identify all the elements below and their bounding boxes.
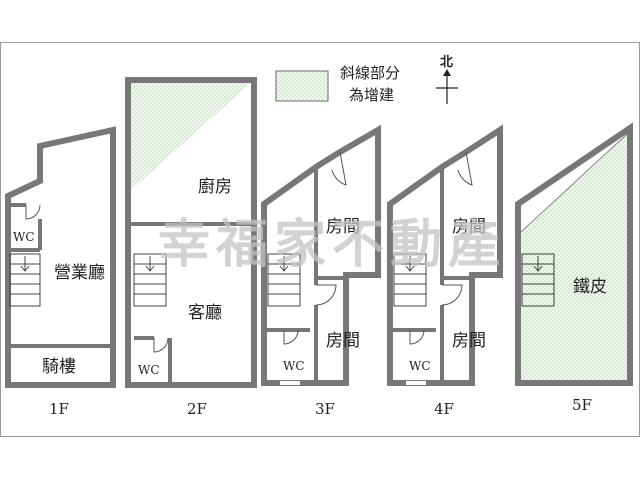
floor-2f-label: 2F xyxy=(187,400,207,418)
floor-1f-outline xyxy=(5,126,116,388)
floor-4f: 房間 房間 WC 4F xyxy=(387,124,503,418)
floor-4f-room-bottom-label: 房間 xyxy=(452,331,486,351)
floor-1f-door xyxy=(25,204,41,220)
floor-3f-stair xyxy=(267,253,301,307)
floor-2f-wc-label: WC xyxy=(138,363,160,377)
north-arrow-icon: 北 xyxy=(436,55,458,104)
floor-2f-stair xyxy=(133,253,167,307)
floor-1f: WC 營業廳 騎樓 1F xyxy=(5,126,116,418)
floor-4f-stair xyxy=(393,253,427,307)
legend-hatch-swatch xyxy=(275,70,329,102)
legend-line2: 為增建 xyxy=(349,86,394,104)
floor-2f-door xyxy=(153,337,169,353)
legend-line1: 斜線部分 xyxy=(340,64,400,82)
floor-3f-room-top-label: 房間 xyxy=(326,217,360,237)
floor-5f: 鐵皮 5F xyxy=(515,122,633,414)
floor-3f-room-bottom-label: 房間 xyxy=(326,331,360,351)
floor-1f-wc-label: WC xyxy=(13,230,35,244)
floor-1f-label: 1F xyxy=(49,400,69,418)
floor-2f-outline xyxy=(125,77,257,388)
floor-4f-label: 4F xyxy=(434,400,454,418)
floor-4f-room-door xyxy=(441,284,463,306)
floor-1f-business-label: 營業廳 xyxy=(54,263,105,283)
floor-1f-stair xyxy=(9,253,41,307)
floor-5f-outline xyxy=(515,122,633,386)
floor-5f-label: 5F xyxy=(572,396,592,414)
floor-4f-room-top-label: 房間 xyxy=(452,217,486,237)
floor-4f-wc-door xyxy=(409,329,425,345)
floor-3f-label: 3F xyxy=(315,400,335,418)
floor-3f-wc-label: WC xyxy=(283,359,305,373)
legend: 斜線部分 為增建 xyxy=(275,64,400,104)
floor-5f-iron-label: 鐵皮 xyxy=(573,277,607,297)
floor-5f-stair xyxy=(521,253,555,307)
floor-4f-wc-label: WC xyxy=(409,359,431,373)
floor-2f: 廚房 客廳 WC 2F xyxy=(125,77,257,418)
watermark-text: 幸福家不動產 xyxy=(158,215,506,275)
floor-2f-kitchen-label: 廚房 xyxy=(198,176,232,197)
floor-2f-living-label: 客廳 xyxy=(188,303,222,323)
floor-3f-balcony-door xyxy=(331,151,347,186)
floor-5f-diagonal xyxy=(520,133,628,233)
floor-4f-balcony-door xyxy=(457,151,473,186)
floor-1f-arcade-label: 騎樓 xyxy=(42,357,76,377)
floor-3f: 房間 房間 WC 3F xyxy=(261,124,381,418)
floor-5f-extension-hatch xyxy=(521,134,627,380)
floor-3f-wc-door xyxy=(283,329,299,345)
floor-2f-extension-hatch xyxy=(131,83,251,190)
north-label: 北 xyxy=(440,55,453,70)
floor-3f-room-door xyxy=(315,284,337,306)
